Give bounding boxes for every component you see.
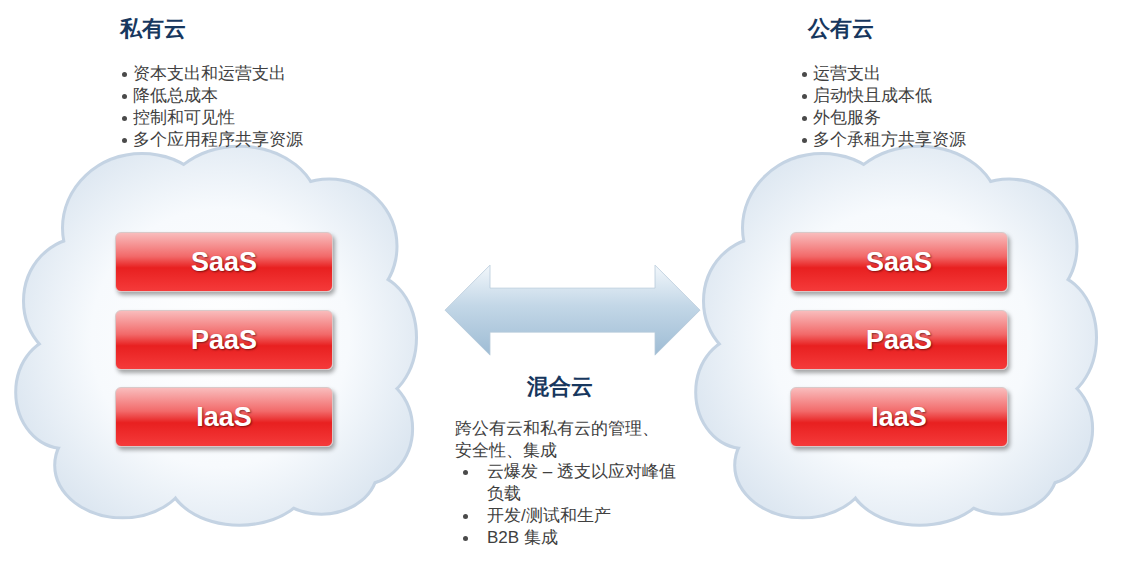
bullet-row: 多个承租方共享资源 <box>813 129 966 151</box>
bullet-text: 多个承租方共享资源 <box>813 129 966 151</box>
service-box: IaaS <box>115 387 333 447</box>
label-wrap: 跨公有云和私有云的管理、 安全性、集成 <box>455 418 677 462</box>
label-wrap: 云爆发 – 透支以应对峰值 负载 <box>487 461 677 505</box>
bullet-text: 运营支出 <box>813 63 881 85</box>
bullet-text: 启动快且成本低 <box>813 85 932 107</box>
bullet-row: 降低总成本 <box>133 85 218 107</box>
hybrid-title: 混合云 <box>527 373 593 401</box>
label-wrap: B2B 集成 <box>487 527 558 549</box>
label-wrap: 混合云 <box>527 373 593 401</box>
bullet-row: 外包服务 <box>813 107 881 129</box>
bullet-row: 启动快且成本低 <box>813 85 932 107</box>
hybrid-note: 跨公有云和私有云的管理、 安全性、集成 <box>455 418 677 462</box>
heading-wrap: 公有云 <box>808 15 874 43</box>
service-label: IaaS <box>871 402 927 433</box>
service-box: PaaS <box>790 310 1008 370</box>
hybrid-note: 开发/测试和生产 <box>487 505 611 527</box>
bullet-dot <box>802 94 807 99</box>
bullet-text: 降低总成本 <box>133 85 218 107</box>
service-label: PaaS <box>866 325 932 356</box>
bullet-text: 控制和可见性 <box>133 107 235 129</box>
hybrid-note: 云爆发 – 透支以应对峰值 负载 <box>487 461 677 505</box>
bullet-row: 多个应用程序共享资源 <box>133 129 303 151</box>
bullet-dot <box>463 514 468 519</box>
block-arrow <box>445 265 700 355</box>
bullet-dot <box>463 470 468 475</box>
cloud-title: 公有云 <box>808 15 874 43</box>
cloud-title: 私有云 <box>120 15 186 43</box>
label-wrap: 开发/测试和生产 <box>487 505 611 527</box>
bullet-text: 外包服务 <box>813 107 881 129</box>
bullet-row: 控制和可见性 <box>133 107 235 129</box>
service-box: PaaS <box>115 310 333 370</box>
bullet-text: 资本支出和运营支出 <box>133 63 286 85</box>
hybrid-note: B2B 集成 <box>487 527 558 549</box>
service-box: SaaS <box>115 232 333 292</box>
bullet-dot <box>802 116 807 121</box>
bullet-row: 运营支出 <box>813 63 881 85</box>
service-box: IaaS <box>790 387 1008 447</box>
service-label: SaaS <box>866 247 932 278</box>
heading-wrap: 私有云 <box>120 15 186 43</box>
service-label: SaaS <box>191 247 257 278</box>
service-box: SaaS <box>790 232 1008 292</box>
service-label: IaaS <box>196 402 252 433</box>
bullet-row: 资本支出和运营支出 <box>133 63 286 85</box>
service-label: PaaS <box>191 325 257 356</box>
bullet-dot <box>122 116 127 121</box>
bullet-dot <box>122 72 127 77</box>
bullet-dot <box>122 138 127 143</box>
bullet-dot <box>463 536 468 541</box>
bullet-dot <box>802 72 807 77</box>
bullet-text: 多个应用程序共享资源 <box>133 129 303 151</box>
cloud-node: 公有云运营支出启动快且成本低外包服务多个承租方共享资源SaaSPaaSIaaS <box>705 155 1095 520</box>
bullet-dot <box>122 94 127 99</box>
cloud-node: 私有云资本支出和运营支出降低总成本控制和可见性多个应用程序共享资源SaaSPaa… <box>25 155 415 520</box>
bullet-dot <box>802 138 807 143</box>
